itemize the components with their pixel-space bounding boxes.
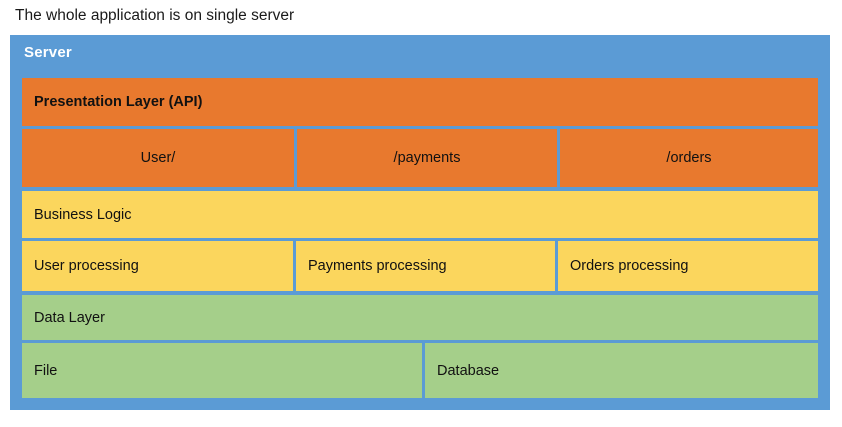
layer-business-logic: Business Logic User processing Payments … [22,191,818,291]
server-container: Server Presentation Layer (API) User/ /p… [10,35,830,410]
layer-stack: Presentation Layer (API) User/ /payments… [22,78,818,398]
diagram-caption: The whole application is on single serve… [15,7,295,24]
layer-presentation: Presentation Layer (API) User/ /payments… [22,78,818,187]
layer-presentation-header: Presentation Layer (API) [22,78,818,126]
server-label: Server [24,44,72,61]
endpoint-cell-payments[interactable]: /payments [297,129,557,187]
layer-data-header: Data Layer [22,295,818,340]
endpoint-cell-user[interactable]: User/ [22,129,294,187]
layer-data-cells: File Database [22,343,818,398]
layer-data: Data Layer File Database [22,295,818,398]
processing-cell-payments[interactable]: Payments processing [295,241,555,291]
processing-cell-orders[interactable]: Orders processing [557,241,818,291]
layer-presentation-cells: User/ /payments /orders [22,129,818,187]
layer-business-logic-header: Business Logic [22,191,818,238]
processing-cell-user[interactable]: User processing [22,241,293,291]
storage-cell-database[interactable]: Database [425,343,818,398]
endpoint-cell-orders[interactable]: /orders [560,129,818,187]
storage-cell-file[interactable]: File [22,343,422,398]
layer-business-logic-cells: User processing Payments processing Orde… [22,241,818,291]
